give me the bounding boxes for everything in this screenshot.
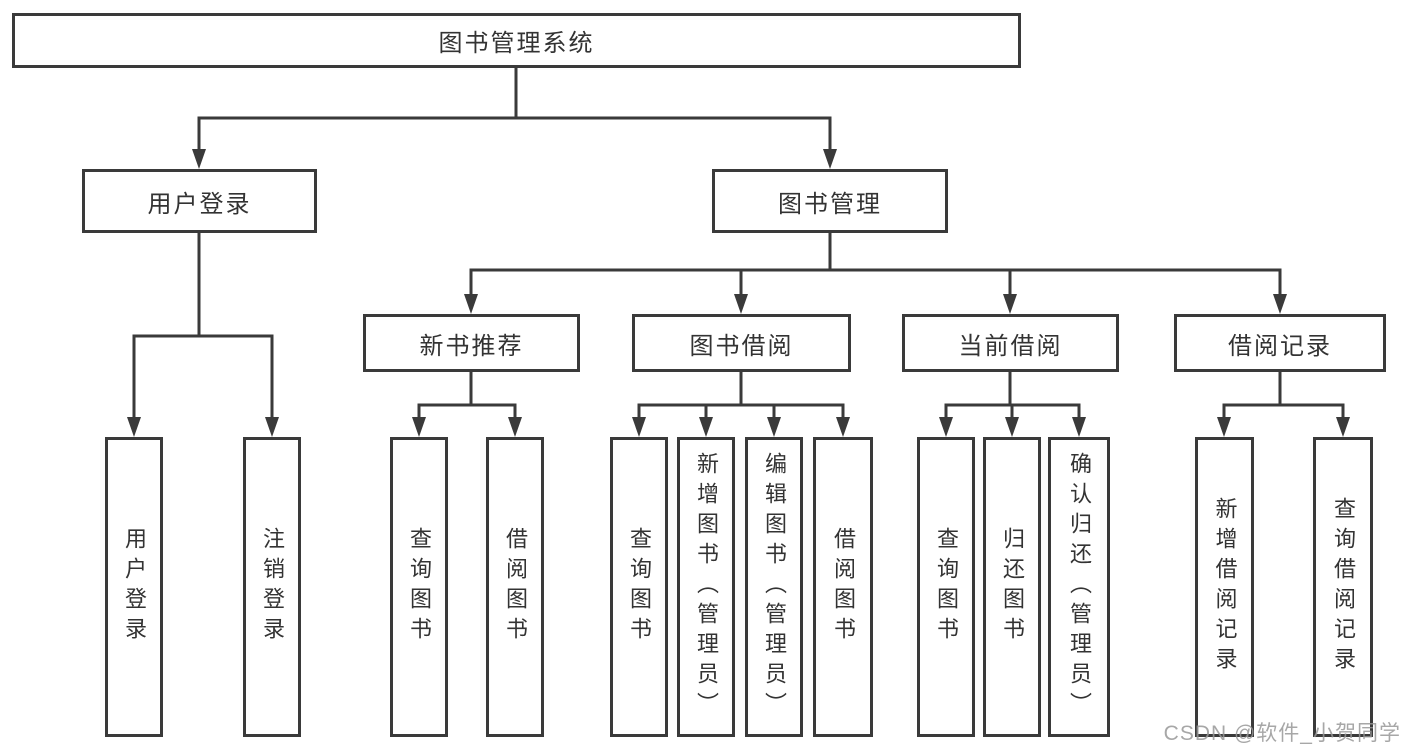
node-leaf-confirm-return-admin: 确认归还（管理员）: [1048, 437, 1110, 737]
node-user-login: 用户登录: [82, 169, 317, 233]
node-leaf-query-books-1: 查询图书: [390, 437, 448, 737]
node-borrowing-records: 借阅记录: [1174, 314, 1386, 372]
node-leaf-borrow-books-2: 借阅图书: [813, 437, 873, 737]
csdn-watermark: CSDN @软件_小贺同学: [1163, 722, 1401, 745]
node-book-borrowing: 图书借阅: [632, 314, 851, 372]
node-leaf-user-login: 用户登录: [105, 437, 163, 737]
node-leaf-return-books: 归还图书: [983, 437, 1041, 737]
node-leaf-query-books-2: 查询图书: [610, 437, 668, 737]
node-leaf-query-books-3: 查询图书: [917, 437, 975, 737]
node-book-management: 图书管理: [712, 169, 948, 233]
node-leaf-edit-books-admin: 编辑图书（管理员）: [745, 437, 803, 737]
node-new-book-recommend: 新书推荐: [363, 314, 580, 372]
node-leaf-add-borrow-record: 新增借阅记录: [1195, 437, 1254, 737]
node-leaf-add-books-admin: 新增图书（管理员）: [677, 437, 735, 737]
node-current-borrowing: 当前借阅: [902, 314, 1119, 372]
node-root-library-system: 图书管理系统: [12, 13, 1021, 68]
node-leaf-query-borrow-record: 查询借阅记录: [1313, 437, 1373, 737]
node-leaf-borrow-books-1: 借阅图书: [486, 437, 544, 737]
node-leaf-logout: 注销登录: [243, 437, 301, 737]
